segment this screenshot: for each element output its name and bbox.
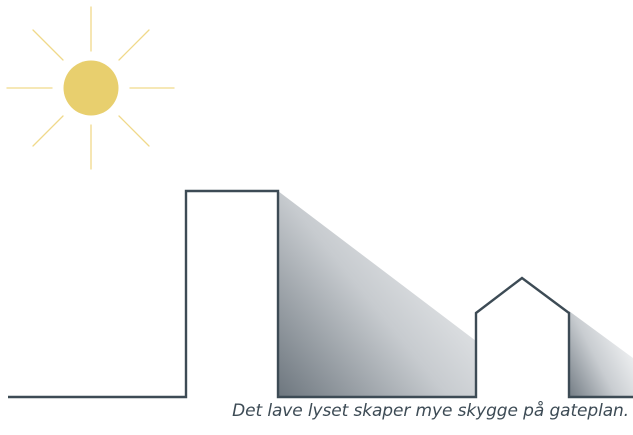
sun-rays <box>6 6 175 170</box>
street-skyline-outline <box>8 189 633 399</box>
sun-disc <box>63 60 119 116</box>
sun-icon <box>6 6 175 170</box>
caption: Det lave lyset skaper mye skygge på gate… <box>232 401 629 421</box>
house-shadow <box>569 311 633 397</box>
tall-building-shadow <box>278 191 476 397</box>
